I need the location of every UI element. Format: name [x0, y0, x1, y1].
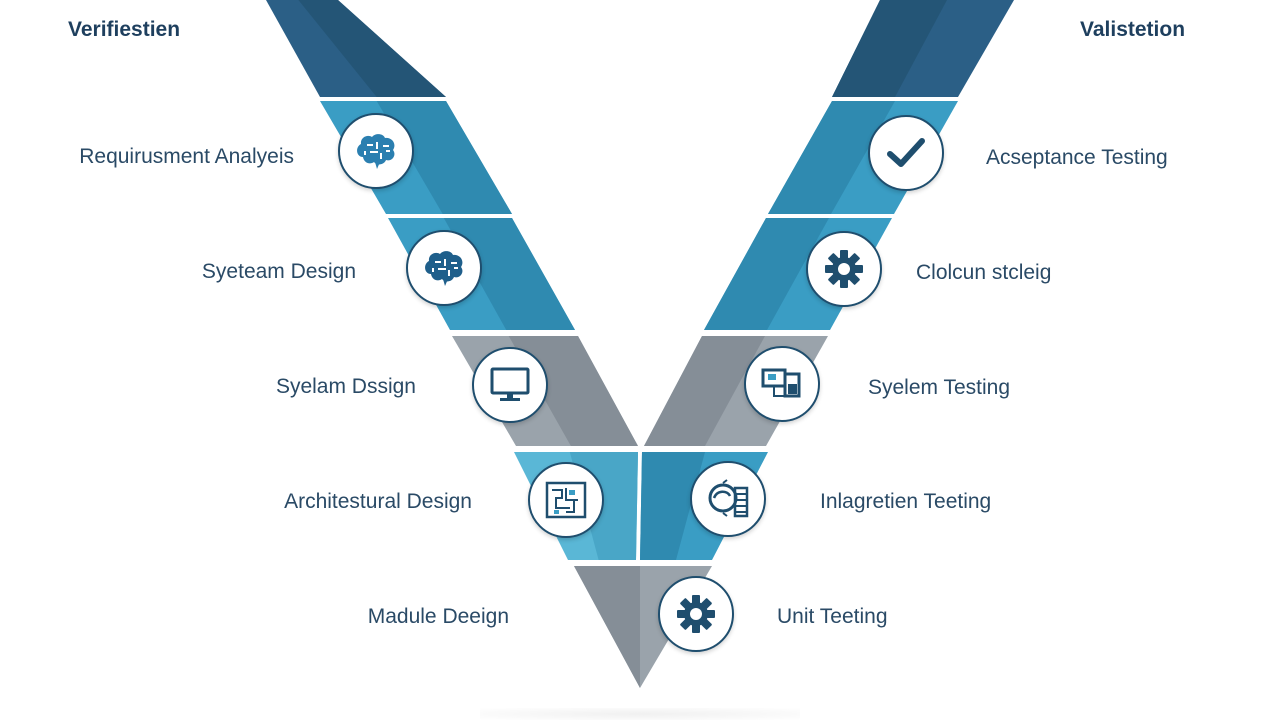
integration-icon: [690, 461, 766, 537]
stage-label-unit-testing: Unit Teeting: [777, 605, 888, 628]
stage-label-requirement-analysis: Requirusment Analyeis: [79, 145, 294, 168]
validation-band-stage-shade: [704, 218, 829, 330]
check-icon: [868, 115, 944, 191]
stage-label-architectural-design: Architestural Design: [284, 490, 472, 513]
validation-top-band-shade: [832, 0, 947, 97]
brain-icon: [338, 113, 414, 189]
verification-band-system-design-shade: [443, 218, 575, 330]
floor-shadow: [480, 708, 800, 720]
validation-band-system-shade: [644, 336, 765, 446]
blueprint-icon: [528, 462, 604, 538]
stage-label-integration-testing: Inlagretien Teeting: [820, 490, 992, 513]
stage-label-acceptance-testing: Acseptance Testing: [986, 146, 1168, 169]
stage-label-system-design-2: Syelam Dssign: [275, 375, 416, 398]
validation-arm: [640, 0, 1014, 560]
stage-label-system-testing: Syelem Testing: [868, 376, 1011, 399]
bottom-tip-shade: [574, 566, 640, 688]
stage-label-system-design: Syeteam Design: [201, 260, 356, 283]
monitor-icon: [472, 347, 548, 423]
stage-label-module-design: Madule Deeign: [367, 605, 509, 628]
validation-band-integration-shade: [640, 452, 705, 560]
devices-icon: [744, 346, 820, 422]
stage-label-stage-testing: Clolcun stcleig: [916, 261, 1052, 284]
gear-icon: [658, 576, 734, 652]
verification-top-band-shade: [298, 0, 446, 97]
brain-icon: [406, 230, 482, 306]
validation-band-acceptance-shade: [768, 101, 895, 214]
gear-icon: [806, 231, 882, 307]
verification-header: Verifiestien: [68, 18, 181, 41]
verification-band-requirements-shade: [376, 101, 512, 214]
validation-header: Valistetion: [1080, 18, 1186, 41]
